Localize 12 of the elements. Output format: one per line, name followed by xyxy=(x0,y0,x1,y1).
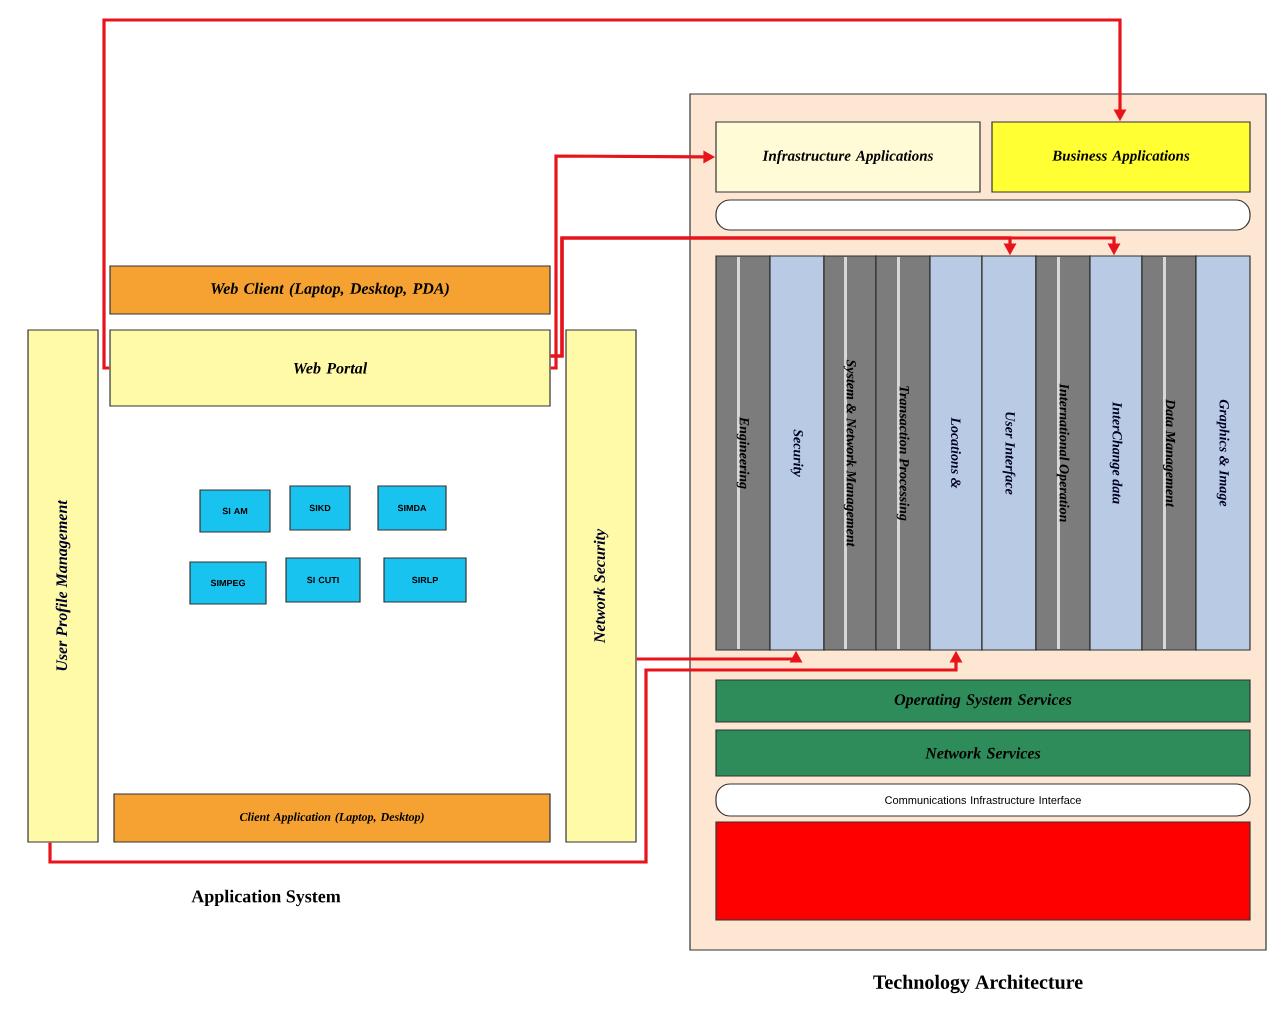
side-panel: User Profile Management xyxy=(27,329,99,843)
caption: Application System xyxy=(191,889,341,907)
arrow xyxy=(550,236,1121,358)
empty-box xyxy=(715,821,1251,921)
empty-bar xyxy=(715,199,1251,231)
node-label: Technology Architecture xyxy=(873,974,1083,994)
side-panel: Network Security xyxy=(565,329,637,843)
layer-box: Operating System Services xyxy=(715,679,1251,723)
client-bar: Web Client (Laptop, Desktop, PDA) xyxy=(109,265,551,315)
arrow xyxy=(102,18,1127,370)
portal-box: Web Portal xyxy=(109,329,551,407)
layer-box: Network Services xyxy=(715,729,1251,777)
